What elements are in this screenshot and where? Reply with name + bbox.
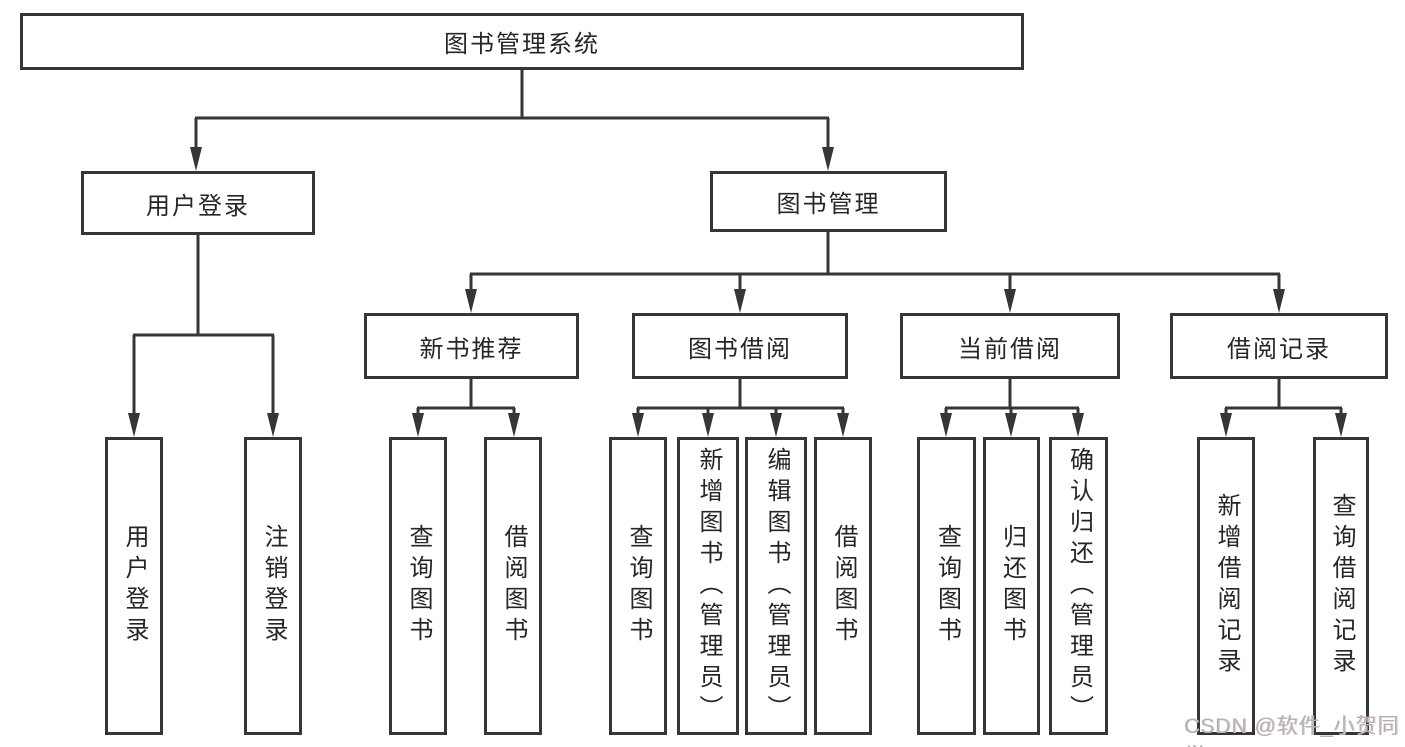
leaf-borrow-books-1: 借阅图书	[484, 437, 542, 735]
leaf-label: 借阅图书	[500, 524, 527, 648]
node-book-borrow: 图书借阅	[632, 313, 848, 379]
node-book-mgmt-label: 图书管理	[776, 191, 881, 218]
arrowheads	[128, 147, 1347, 437]
leaf-edit-books-admin: 编辑图书（管理员）	[745, 437, 807, 735]
node-user-login: 用户登录	[81, 171, 315, 235]
leaf-label: 借阅图书	[830, 524, 857, 648]
leaf-label: 确认归还（管理员）	[1065, 446, 1093, 726]
leaf-query-books-1: 查询图书	[389, 437, 447, 735]
arrowhead	[465, 289, 477, 313]
arrowhead	[837, 413, 849, 437]
node-new-book: 新书推荐	[364, 313, 579, 379]
arrowhead	[267, 413, 279, 437]
node-borrow-record: 借阅记录	[1170, 313, 1388, 379]
arrowhead	[1072, 413, 1084, 437]
connector-book-borrow-subtree	[636, 379, 845, 416]
csdn-watermark: CSDN @软件_小贺同学	[1184, 715, 1400, 747]
node-user-login-label: 用户登录	[146, 192, 250, 220]
leaf-label: 查询借阅记录	[1328, 493, 1355, 679]
node-book-borrow-label: 图书借阅	[688, 335, 792, 363]
connector-root-to-level2	[194, 70, 830, 150]
arrowhead	[190, 147, 202, 171]
leaf-confirm-return-admin: 确认归还（管理员）	[1049, 437, 1108, 735]
leaf-label: 编辑图书（管理员）	[763, 446, 790, 726]
leaf-add-borrow-record: 新增借阅记录	[1197, 437, 1255, 735]
arrowhead	[508, 413, 520, 437]
leaf-query-borrow-record: 查询借阅记录	[1313, 437, 1369, 735]
arrowhead	[412, 413, 424, 437]
leaf-query-books-2: 查询图书	[609, 437, 667, 735]
connector-book-mgmt-to-level3	[469, 232, 1281, 292]
arrowhead	[770, 413, 782, 437]
leaf-label: 用户登录	[121, 524, 148, 648]
arrowhead	[734, 289, 746, 313]
leaf-query-books-3: 查询图书	[917, 437, 976, 735]
leaf-return-books: 归还图书	[983, 437, 1040, 735]
connector-current-borrow-subtree	[944, 379, 1080, 416]
leaf-label: 注销登录	[260, 524, 287, 648]
leaf-label: 新增图书（管理员）	[695, 446, 722, 726]
arrowhead	[1273, 289, 1285, 313]
arrowhead	[702, 413, 714, 437]
arrowhead	[1335, 413, 1347, 437]
leaf-label: 查询图书	[405, 524, 432, 648]
arrowhead	[1004, 289, 1016, 313]
arrowhead	[940, 413, 952, 437]
leaf-add-books-admin: 新增图书（管理员）	[677, 437, 739, 735]
leaf-borrow-books-2: 借阅图书	[814, 437, 872, 735]
leaf-logout: 注销登录	[244, 437, 302, 735]
leaf-label: 查询图书	[625, 524, 652, 648]
node-new-book-label: 新书推荐	[419, 335, 524, 363]
node-current-borrow-label: 当前借阅	[958, 335, 1062, 363]
arrowhead	[1005, 413, 1017, 437]
arrowhead	[128, 413, 140, 437]
connector-user-login-subtree	[132, 235, 275, 416]
connector-new-book-subtree	[416, 379, 516, 416]
connector-borrow-record-subtree	[1224, 379, 1343, 416]
leaf-label: 新增借阅记录	[1213, 493, 1240, 679]
leaf-label: 查询图书	[933, 524, 961, 648]
node-book-mgmt: 图书管理	[710, 171, 947, 232]
node-root-label: 图书管理系统	[444, 31, 600, 58]
leaf-user-login: 用户登录	[105, 437, 163, 735]
arrowhead	[632, 413, 644, 437]
arrowhead	[1220, 413, 1232, 437]
leaf-label: 归还图书	[998, 524, 1026, 648]
arrowhead	[822, 147, 834, 171]
node-current-borrow: 当前借阅	[900, 313, 1120, 379]
node-borrow-record-label: 借阅记录	[1227, 335, 1331, 363]
node-root: 图书管理系统	[20, 13, 1024, 70]
